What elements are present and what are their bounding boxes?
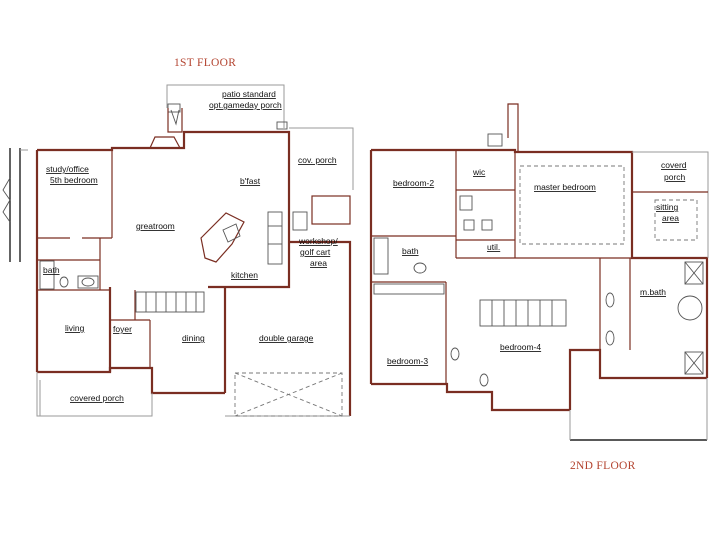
first-floor-stairs bbox=[135, 291, 205, 313]
label-foyer: foyer bbox=[113, 324, 132, 334]
covered-porch-outline bbox=[36, 372, 153, 417]
label-study-line2: 5th bedroom bbox=[50, 175, 98, 185]
label-double-garage: double garage bbox=[259, 333, 314, 343]
label-coverd-porch-line1: coverd bbox=[661, 160, 687, 170]
second-floor-stairs bbox=[479, 299, 567, 327]
bottom-elevation-fragment bbox=[569, 378, 708, 441]
label-greatroom: greatroom bbox=[136, 221, 175, 231]
label-wic: wic bbox=[472, 167, 486, 177]
garage bbox=[225, 240, 352, 417]
label-bath-second: bath bbox=[402, 246, 419, 256]
second-floor-title: 2ND FLOOR bbox=[570, 460, 636, 472]
label-util: util. bbox=[487, 242, 500, 252]
label-coverd-porch-line2: porch bbox=[664, 172, 686, 182]
label-covered-porch: covered porch bbox=[70, 393, 124, 403]
second-floor-plan bbox=[369, 103, 709, 441]
fireplace bbox=[149, 108, 183, 149]
label-living: living bbox=[65, 323, 85, 333]
label-sitting-line2: area bbox=[662, 213, 679, 223]
left-elevation-fragment bbox=[2, 148, 28, 262]
label-bedroom-2: bedroom-2 bbox=[393, 178, 434, 188]
label-study-line1: study/office bbox=[46, 164, 89, 174]
label-m-bath: m.bath bbox=[640, 287, 666, 297]
label-kitchen: kitchen bbox=[231, 270, 258, 280]
first-floor-title: 1ST FLOOR bbox=[174, 57, 236, 69]
label-patio-line2: opt.gameday porch bbox=[209, 100, 282, 110]
label-sitting-line1: sitting bbox=[656, 202, 678, 212]
label-master-bedroom: master bedroom bbox=[534, 182, 596, 192]
label-bedroom-3: bedroom-3 bbox=[387, 356, 428, 366]
label-bedroom-4: bedroom-4 bbox=[500, 342, 541, 352]
label-cov-porch: cov. porch bbox=[298, 155, 337, 165]
label-workshop-line1: workshop/ bbox=[298, 236, 338, 246]
label-workshop-line3: area bbox=[310, 258, 327, 268]
label-bfast: b'fast bbox=[240, 176, 261, 186]
first-floor-plan bbox=[2, 84, 354, 417]
label-dining: dining bbox=[182, 333, 205, 343]
label-patio-line1: patio standard bbox=[222, 89, 276, 99]
label-bath-first: bath bbox=[43, 265, 60, 275]
label-workshop-line2: golf cart bbox=[300, 247, 331, 257]
